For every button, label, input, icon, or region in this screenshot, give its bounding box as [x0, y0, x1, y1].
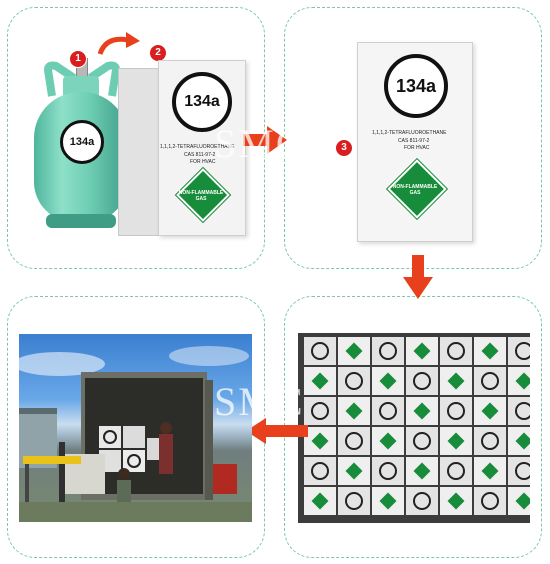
pallet-box	[338, 367, 370, 395]
pallet-box	[440, 337, 472, 365]
cylinder-code-label: 134a	[69, 136, 95, 148]
pallet-logo-icon	[413, 372, 431, 390]
pallet-logo-icon	[481, 432, 499, 450]
box-cas-text: CAS 811-97-2	[184, 152, 216, 158]
right-arrow-icon	[243, 126, 287, 154]
pallet-logo-icon	[413, 432, 431, 450]
pallet-hazard-icon	[515, 372, 530, 390]
sealed-box-code-label: 134a	[395, 75, 437, 96]
box-logo: 134a	[172, 72, 232, 132]
pallet-box	[440, 397, 472, 425]
palletized-boxes-photo	[298, 333, 530, 523]
pallet-logo-icon	[311, 342, 329, 360]
pallet-box	[508, 397, 530, 425]
pallet-box	[372, 337, 404, 365]
pallet-box	[406, 367, 438, 395]
box-chemical-text: 1,1,1,2-TETRAFLUOROETHANE	[160, 144, 235, 150]
pallet-box	[508, 457, 530, 485]
pallet-logo-icon	[311, 402, 329, 420]
step-badge-3: 3	[335, 139, 353, 157]
pallet-logo-icon	[447, 462, 465, 480]
watermark-bottom: SMC	[214, 379, 305, 424]
pallet-logo-icon	[413, 492, 431, 510]
container-loading-photo	[19, 334, 252, 522]
cylinder-foot-ring	[46, 214, 116, 228]
pallet-box	[338, 487, 370, 515]
step-badge-1: 1	[69, 50, 87, 68]
pallet-boxes-illustration	[298, 333, 530, 523]
pallet-logo-icon	[345, 492, 363, 510]
pallet-logo-icon	[515, 402, 530, 420]
box-side-face	[118, 68, 162, 236]
box-use-text: FOR HVAC	[190, 159, 216, 165]
pallet-hazard-icon	[481, 462, 499, 480]
curved-arrow-icon	[97, 32, 140, 55]
pallet-logo-icon	[447, 342, 465, 360]
pallet-logo-icon	[481, 492, 499, 510]
cylinder-logo: 134a	[60, 120, 104, 164]
pallet-hazard-icon	[515, 432, 530, 450]
pallet-logo-icon	[379, 462, 397, 480]
down-arrow-icon	[403, 255, 433, 299]
pallet-box	[304, 397, 336, 425]
pallet-box	[406, 487, 438, 515]
pallet-box	[474, 427, 506, 455]
pallet-box	[406, 427, 438, 455]
pallet-box	[338, 427, 370, 455]
cylinder-handle-icon	[44, 61, 120, 97]
sealed-hazard-label: NON-FLAMMABLE GAS	[392, 184, 438, 196]
sealed-box-cas-text: CAS 811-97-2	[398, 138, 430, 144]
pallet-box	[474, 367, 506, 395]
truck-scene-illustration	[19, 346, 252, 522]
pallet-logo-icon	[345, 432, 363, 450]
left-arrow-icon	[246, 418, 308, 444]
pallet-box	[474, 487, 506, 515]
pallet-box	[372, 397, 404, 425]
pallet-logo-icon	[447, 402, 465, 420]
pallet-logo-icon	[481, 372, 499, 390]
sealed-box-use-text: FOR HVAC	[404, 145, 430, 151]
sealed-box-logo: 134a	[384, 54, 448, 118]
pallet-box	[304, 337, 336, 365]
pallet-logo-icon	[379, 342, 397, 360]
sealed-box-chemical-text: 1,1,1,2-TETRAFLUOROETHANE	[372, 130, 447, 136]
pallet-logo-icon	[515, 462, 530, 480]
box-code-label: 134a	[184, 93, 220, 110]
pallet-box	[440, 457, 472, 485]
pallet-box	[304, 457, 336, 485]
pallet-logo-icon	[515, 342, 530, 360]
pallet-logo-icon	[311, 462, 329, 480]
pallet-hazard-icon	[447, 492, 465, 510]
watermark-top: SMC	[214, 121, 305, 166]
pallet-hazard-icon	[515, 492, 530, 510]
hazard-label: NON-FLAMMABLE GAS	[178, 190, 224, 202]
pallet-box	[372, 457, 404, 485]
pallet-logo-icon	[379, 402, 397, 420]
pallet-logo-icon	[345, 372, 363, 390]
pallet-box	[508, 337, 530, 365]
